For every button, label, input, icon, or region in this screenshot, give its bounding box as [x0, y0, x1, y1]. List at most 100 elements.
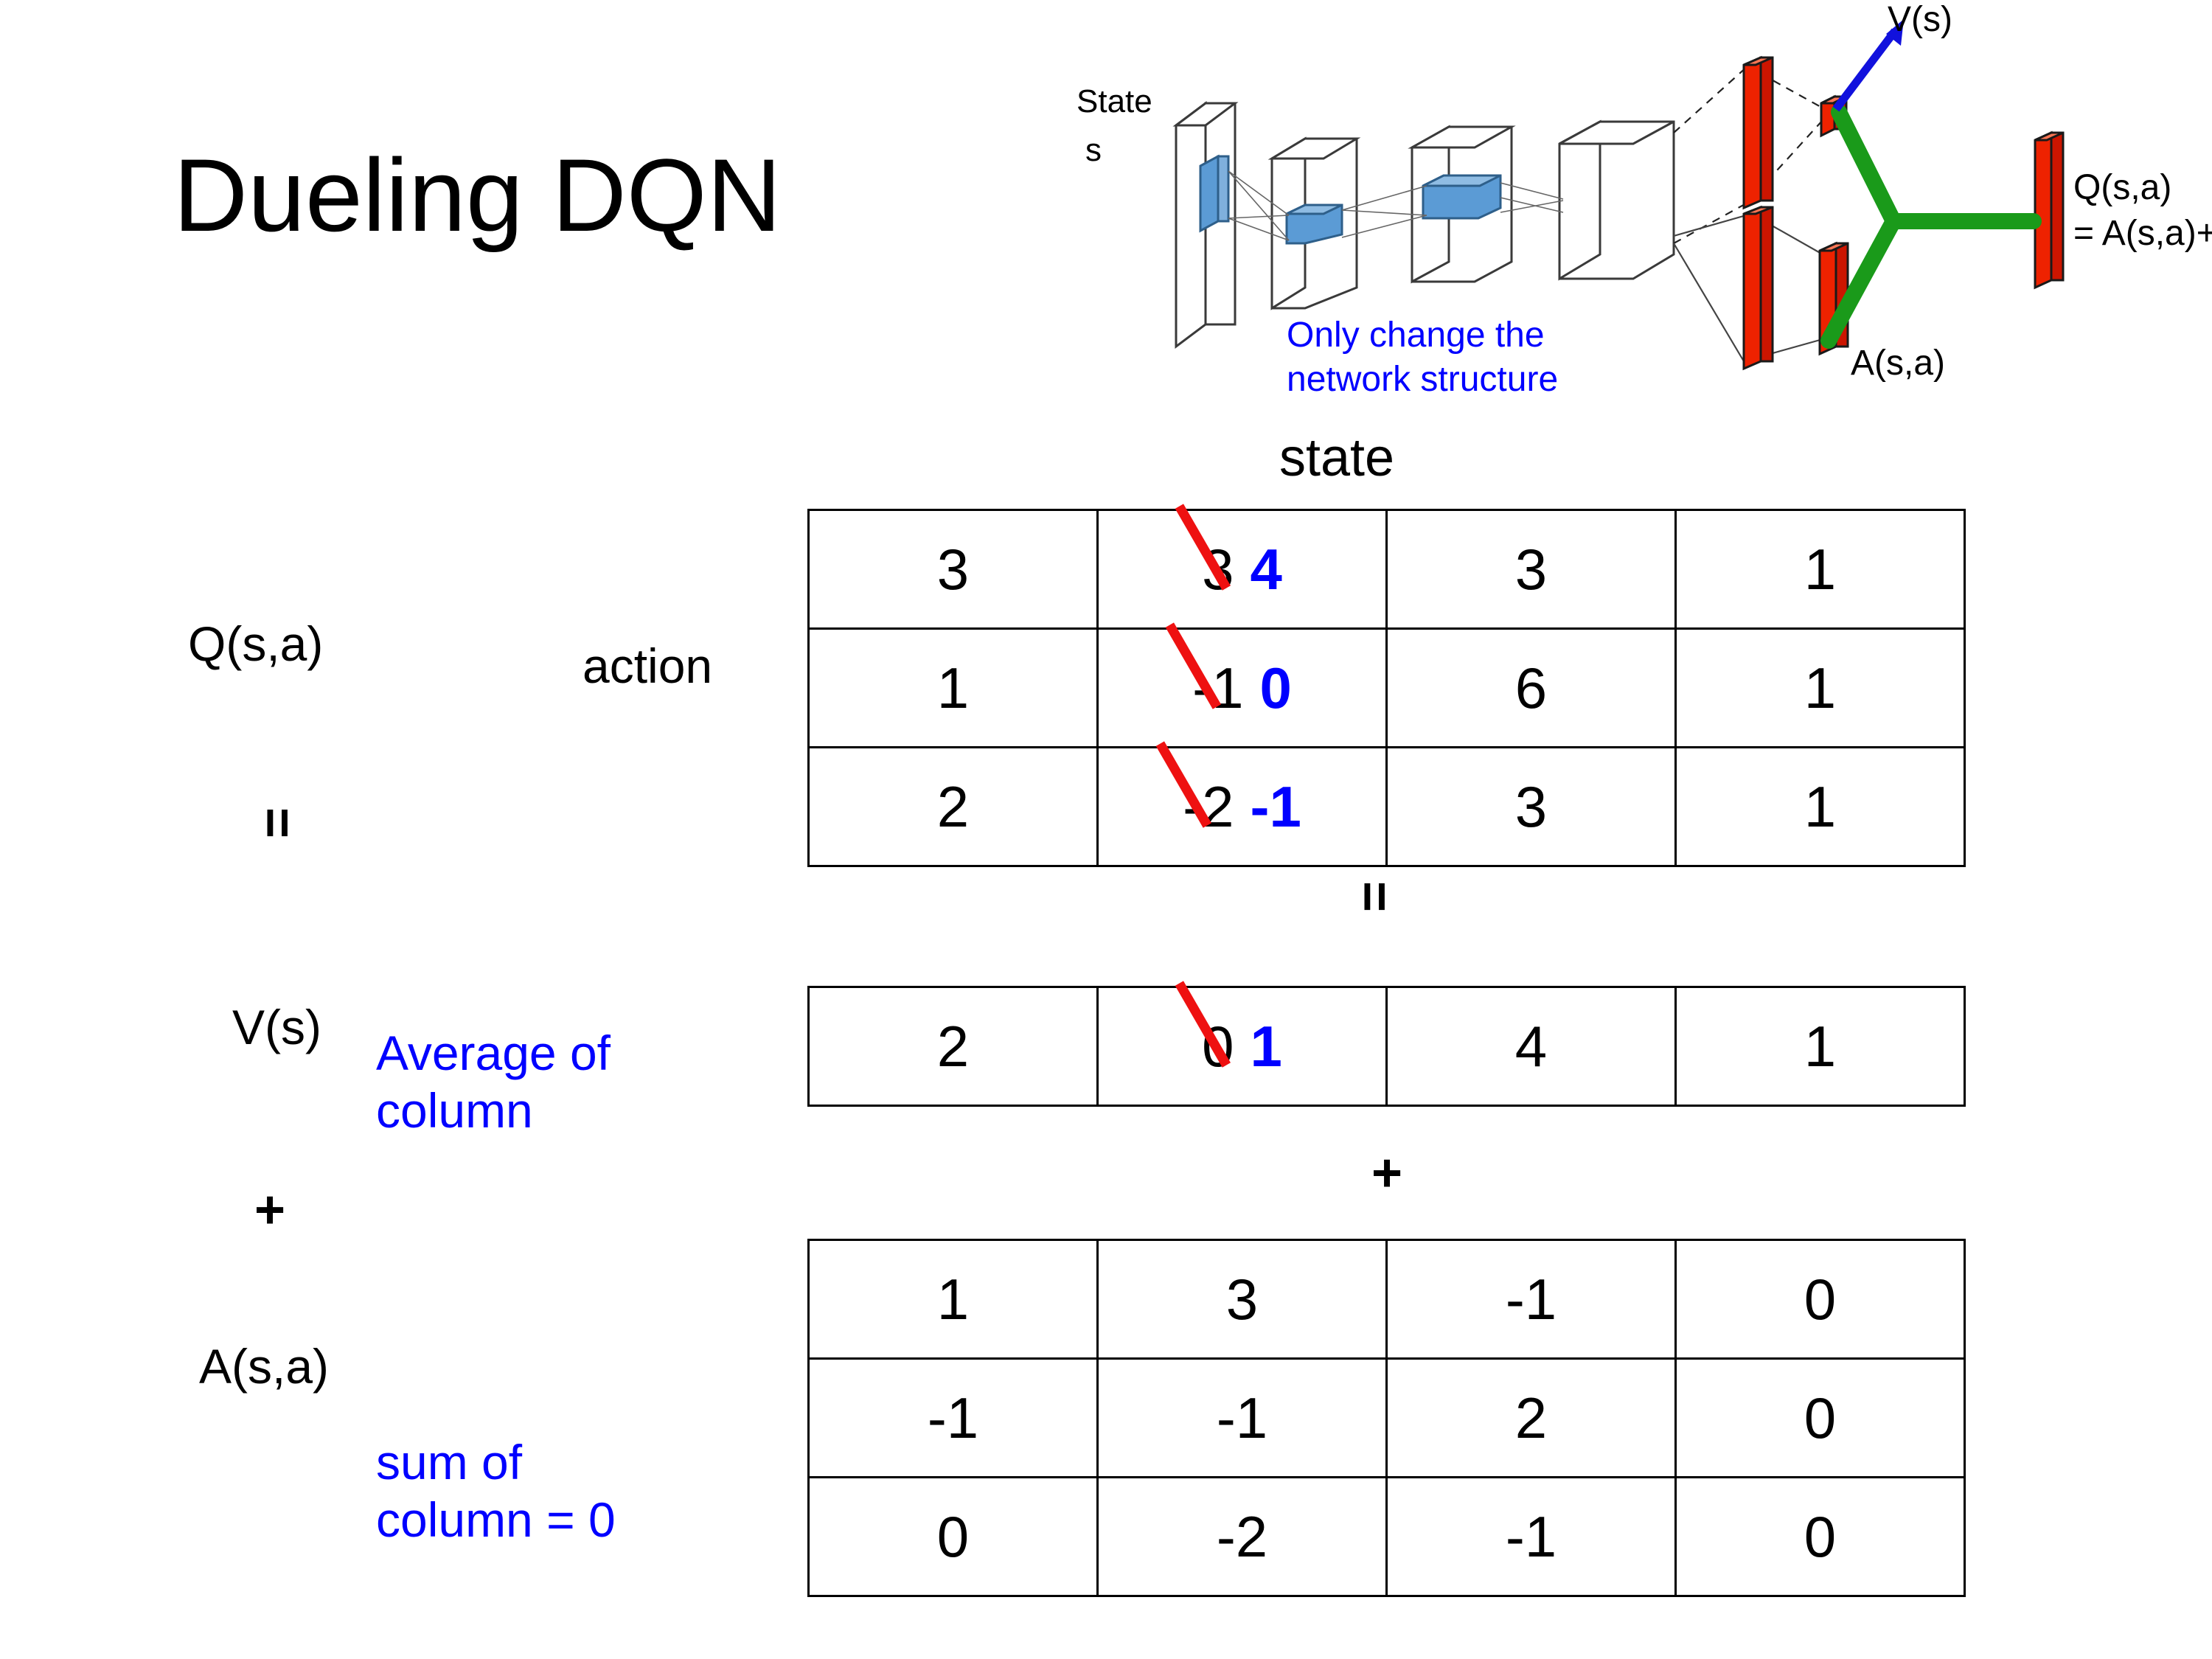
page-title: Dueling DQN [173, 137, 782, 253]
cell-value: -1 [927, 1385, 979, 1450]
table-row: 2 -2-1 3 1 [807, 746, 1966, 867]
cell-value: 6 [1514, 655, 1548, 720]
q-cell-r0c2: 3 [1385, 509, 1677, 630]
cell-value: 2 [1514, 1385, 1548, 1450]
cell-value: 0 [1804, 1385, 1837, 1450]
cell-value: 1 [936, 1266, 970, 1332]
revised-value: -1 [1250, 773, 1301, 839]
cell-value: 2 [936, 1013, 970, 1079]
average-note-line2: column [376, 1082, 533, 1138]
q-cell-r2c2: 3 [1385, 746, 1677, 867]
equals-sign-left: = [248, 807, 307, 839]
conv-block-3-icon [1558, 119, 1675, 281]
a-cell-r0c2: -1 [1385, 1239, 1677, 1360]
sum-note-line1: sum of [376, 1435, 523, 1489]
cell-value: -2 [1216, 1503, 1268, 1569]
a-cell-r0c1: 3 [1096, 1239, 1388, 1360]
a-cell-r1c1: -1 [1096, 1357, 1388, 1478]
cell-value: 1 [936, 655, 970, 720]
cell-value: 3 [936, 536, 970, 602]
struck-original-value: 3 [1202, 536, 1234, 602]
cell-value: 0 [936, 1503, 970, 1569]
cell-value: 1 [1804, 536, 1837, 602]
a-cell-r2c1: -2 [1096, 1476, 1388, 1597]
cell-value: 3 [1514, 773, 1548, 839]
cell-value: -1 [1216, 1385, 1268, 1450]
connection-lines [1228, 170, 1564, 241]
a-table: 1 3 -1 0 -1 -1 2 0 0 -2 -1 0 [807, 1239, 1966, 1597]
cell-value: -1 [1505, 1503, 1557, 1569]
cell-value: 4 [1514, 1013, 1548, 1079]
v-cell-c3: 1 [1674, 986, 1966, 1107]
q-cell-r2c3: 1 [1674, 746, 1966, 867]
cell-value: 1 [1804, 1013, 1837, 1079]
diagram-note-line2: network structure [1287, 360, 1558, 399]
a-cell-r0c3: 0 [1674, 1239, 1966, 1360]
q-table-label: Q(s,a) [188, 616, 324, 671]
q-cell-r1c3: 1 [1674, 627, 1966, 748]
a-table-label: A(s,a) [199, 1339, 330, 1394]
cell-value: -1 [1505, 1266, 1557, 1332]
q-cell-r0c3: 1 [1674, 509, 1966, 630]
cell-value: 3 [1225, 1266, 1259, 1332]
struck-original-value: -1 [1192, 655, 1244, 720]
struck-original-value: -2 [1183, 773, 1234, 839]
input-patch-icon [1199, 154, 1230, 233]
v-table-label: V(s) [232, 1000, 321, 1054]
a-cell-r2c0: 0 [807, 1476, 1099, 1597]
average-of-column-note: Average of column [376, 1025, 611, 1140]
a-cell-r0c0: 1 [807, 1239, 1099, 1360]
cell-value: 3 [1514, 536, 1548, 602]
revised-value: 1 [1250, 1013, 1282, 1079]
action-axis-label: action [582, 639, 713, 693]
revised-value: 4 [1250, 536, 1282, 602]
cell-value: 0 [1804, 1503, 1837, 1569]
value-stream-bar-icon [1742, 55, 1774, 210]
q-cell-r1c2: 6 [1385, 627, 1677, 748]
v-cell-c2: 4 [1385, 986, 1677, 1107]
q-cell-r0c0: 3 [807, 509, 1099, 630]
average-note-line1: Average of [376, 1026, 611, 1080]
diagram-q-label-line1: Q(s,a) [2073, 168, 2171, 207]
dueling-network-diagram: State s Only change the network structur… [1077, 0, 2212, 413]
diagram-a-label: A(s,a) [1851, 344, 1945, 383]
diagram-state-label-line1: State [1077, 83, 1152, 119]
a-cell-r1c0: -1 [807, 1357, 1099, 1478]
sum-note-line2: column = 0 [376, 1492, 616, 1547]
advantage-stream-bar-icon [1742, 205, 1774, 371]
q-cell-r2c0: 2 [807, 746, 1099, 867]
diagram-state-label-line2: s [1085, 132, 1102, 168]
revised-value: 0 [1259, 655, 1292, 720]
diagram-v-label: V(s) [1888, 0, 1952, 39]
table-row: 0 -2 -1 0 [807, 1476, 1966, 1597]
struck-original-value: 0 [1202, 1013, 1234, 1079]
v-cell-c0: 2 [807, 986, 1099, 1107]
plus-sign-middle: + [1371, 1144, 1403, 1203]
diagram-q-label-line2: = A(s,a)+V(s) [2073, 214, 2212, 253]
plus-sign-left: + [254, 1180, 286, 1239]
value-output-arrow-icon [1832, 19, 1904, 112]
q-cell-r2c1: -2-1 [1096, 746, 1388, 867]
table-row: -1 -1 2 0 [807, 1357, 1966, 1478]
cell-value: 0 [1804, 1266, 1837, 1332]
table-row: 1 3 -1 0 [807, 1239, 1966, 1360]
sum-of-column-note: sum of column = 0 [376, 1434, 616, 1549]
cell-value: 2 [936, 773, 970, 839]
conv-patch-2-icon [1422, 174, 1502, 220]
diagram-note-line1: Only change the [1287, 316, 1545, 355]
green-aggregator-link [1820, 104, 2042, 349]
state-axis-label: state [1279, 428, 1395, 487]
equals-sign-middle: = [1345, 880, 1405, 913]
a-cell-r1c3: 0 [1674, 1357, 1966, 1478]
conv-patch-1-icon [1285, 204, 1343, 245]
a-cell-r1c2: 2 [1385, 1357, 1677, 1478]
q-cell-r1c0: 1 [807, 627, 1099, 748]
